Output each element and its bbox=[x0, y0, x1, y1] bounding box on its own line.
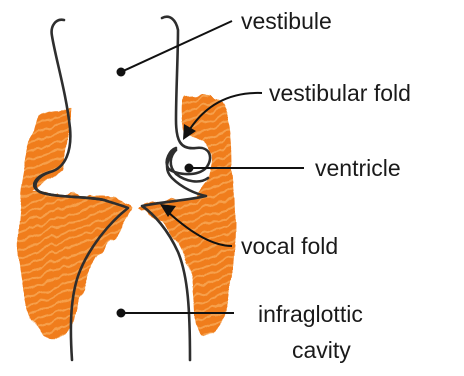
label-ventricle: ventricle bbox=[315, 155, 401, 181]
leader-vestibule bbox=[117, 21, 233, 77]
label-infraglottic: infraglottic bbox=[258, 301, 363, 327]
label-vocal-fold: vocal fold bbox=[241, 233, 338, 259]
label-vestibular-fold: vestibular fold bbox=[269, 80, 411, 106]
left-tissue bbox=[18, 109, 132, 338]
left-vestibular-fold-tissue bbox=[18, 109, 132, 338]
label-infraglottic-cavity: cavity bbox=[292, 337, 351, 363]
label-vestibule: vestibule bbox=[241, 8, 332, 34]
